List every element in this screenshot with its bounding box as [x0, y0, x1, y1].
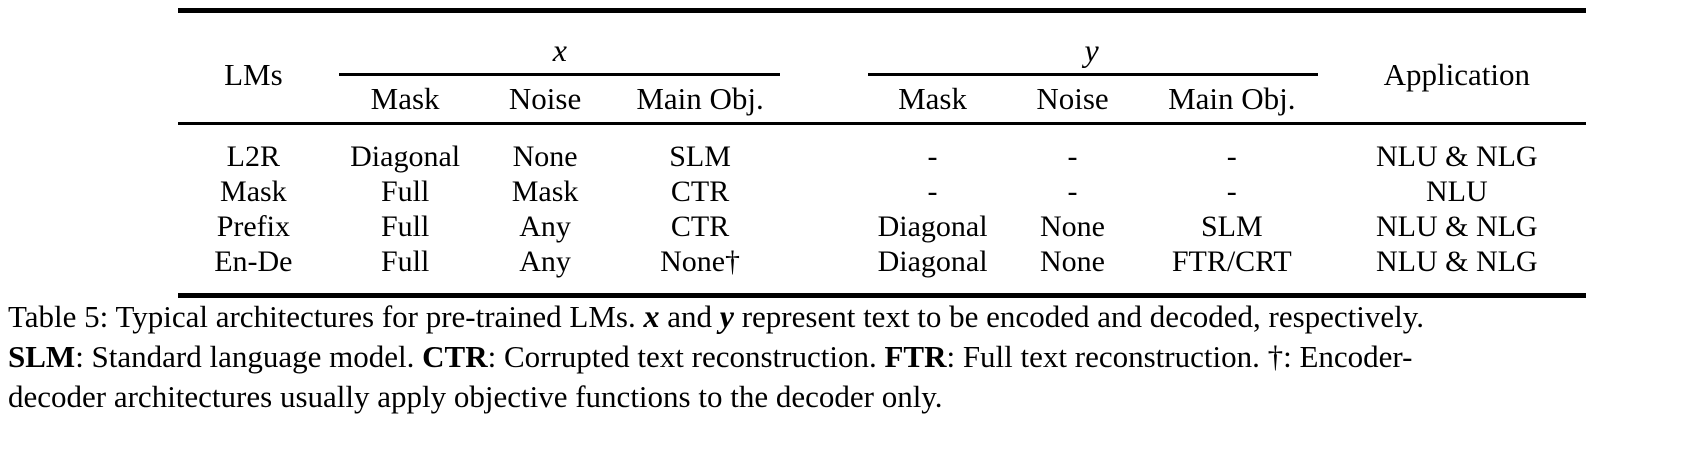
cell-gap	[792, 174, 857, 209]
cell-x-mask: Full	[380, 174, 430, 208]
caption-label-ftr: FTR	[884, 339, 947, 374]
sub-header-row: Mask Noise Main Obj. Mask Noise Main Obj…	[178, 76, 1586, 122]
caption-line1-part-b: and	[659, 299, 720, 334]
header-spacer-cell	[178, 13, 1586, 27]
cell-x-mask: Full	[380, 209, 430, 243]
cell-x-mask: Diagonal	[350, 139, 461, 173]
cell-y-main-obj: -	[1226, 139, 1237, 173]
cell-application: NLU	[1425, 174, 1488, 208]
table-row: Mask Full Mask CTR - - - NLU	[178, 174, 1586, 209]
header-spacer-row	[178, 13, 1586, 27]
toprule-cell	[178, 8, 1586, 13]
cell-y-noise: -	[1067, 174, 1078, 208]
midrule-cell	[178, 122, 1586, 125]
cmidrule-x	[338, 73, 780, 76]
cell-y-mask: -	[927, 174, 938, 208]
cell-x-main-obj: CTR	[670, 209, 730, 243]
cell-y-mask: -	[927, 139, 938, 173]
caption-line-3: decoder architectures usually apply obje…	[8, 379, 943, 414]
table-row: L2R Diagonal None SLM - - - NLU & NLG	[178, 139, 1586, 174]
column-header-x-mask: Mask	[370, 81, 440, 116]
cell-gap	[792, 139, 857, 174]
architectures-table: LMs x y Application Mask Noise M	[178, 8, 1586, 298]
cell-x-main-obj: CTR	[670, 174, 730, 208]
cell-lm: Mask	[220, 174, 287, 208]
cell-x-main-obj: None†	[660, 244, 741, 278]
table-caption: Table 5: Typical architectures for pre-t…	[8, 296, 1684, 417]
column-header-lms: LMs	[224, 56, 283, 92]
caption-math-x: x	[643, 298, 660, 334]
table-row: Prefix Full Any CTR Diagonal None SLM NL…	[178, 209, 1586, 244]
group-header-gap	[792, 27, 857, 73]
group-header-y: y	[1084, 31, 1100, 68]
table-row: En-De Full Any None† Diagonal None FTR/C…	[178, 244, 1586, 279]
cell-gap	[792, 244, 857, 279]
caption-line-2: SLM: Standard language model. CTR: Corru…	[8, 337, 1684, 377]
cmidrule-y-cell	[856, 73, 1327, 76]
cell-x-noise: None	[512, 139, 578, 173]
caption-line-1: Table 5: Typical architectures for pre-t…	[8, 296, 1684, 337]
caption-text-ftr: : Full text reconstruction. †: Encoder-	[946, 339, 1413, 374]
cell-y-mask: Diagonal	[877, 244, 988, 278]
cell-x-noise: Any	[519, 209, 571, 243]
cell-y-main-obj: -	[1226, 174, 1237, 208]
caption-math-y: y	[719, 298, 734, 334]
group-header-x: x	[552, 31, 568, 68]
cell-gap	[792, 209, 857, 244]
body-spacer-cell	[178, 125, 1586, 139]
cmidrule-x-cell	[329, 73, 792, 76]
midrule-bar	[178, 122, 1586, 125]
cell-y-noise: None	[1039, 244, 1105, 278]
column-header-y-mask: Mask	[898, 81, 967, 116]
caption-text-ctr: : Corrupted text reconstruction.	[487, 339, 885, 374]
cell-y-mask: Diagonal	[877, 209, 988, 243]
cmidrule-y	[868, 73, 1318, 76]
table-bottomrule	[178, 293, 1586, 298]
caption-line1-part-c: represent text to be encoded and decoded…	[733, 299, 1424, 334]
cell-lm: En-De	[214, 244, 293, 278]
group-header-row: LMs x y Application	[178, 27, 1586, 92]
bottomrule-bar	[178, 293, 1586, 298]
table-toprule	[178, 8, 1586, 13]
caption-text-slm: : Standard language model.	[75, 339, 423, 374]
cell-x-main-obj: SLM	[669, 139, 731, 173]
bottomrule-cell	[178, 293, 1586, 298]
cell-application: NLU & NLG	[1375, 139, 1538, 173]
architectures-table-block: LMs x y Application Mask Noise M	[178, 8, 1586, 298]
cell-lm: Prefix	[216, 209, 291, 243]
cmidrule-row	[178, 73, 1586, 76]
column-header-x-noise: Noise	[508, 81, 582, 116]
sub-header-gap	[792, 76, 857, 122]
caption-line1-part-a: Table 5: Typical architectures for pre-t…	[8, 299, 644, 334]
toprule-bar	[178, 8, 1586, 13]
body-spacer-row	[178, 125, 1586, 139]
column-header-y-main-obj: Main Obj.	[1168, 81, 1296, 116]
column-header-x-main-obj: Main Obj.	[636, 81, 764, 116]
cell-application: NLU & NLG	[1375, 244, 1538, 278]
table-midrule	[178, 122, 1586, 125]
cell-y-noise: None	[1039, 209, 1105, 243]
cell-y-noise: -	[1067, 139, 1078, 173]
column-header-application: Application	[1383, 56, 1530, 92]
cell-x-mask: Full	[380, 244, 430, 278]
cell-x-noise: Mask	[511, 174, 579, 208]
cell-x-noise: Any	[519, 244, 571, 278]
cell-y-main-obj: SLM	[1200, 209, 1263, 243]
cell-lm: L2R	[226, 139, 281, 173]
caption-label-slm: SLM	[8, 339, 76, 374]
caption-label-ctr: CTR	[422, 339, 488, 374]
bottom-spacer-cell	[178, 279, 1586, 293]
cell-y-main-obj: FTR/CRT	[1171, 244, 1292, 278]
bottom-spacer-row	[178, 279, 1586, 293]
column-header-y-noise: Noise	[1036, 81, 1109, 116]
cell-application: NLU & NLG	[1375, 209, 1538, 243]
